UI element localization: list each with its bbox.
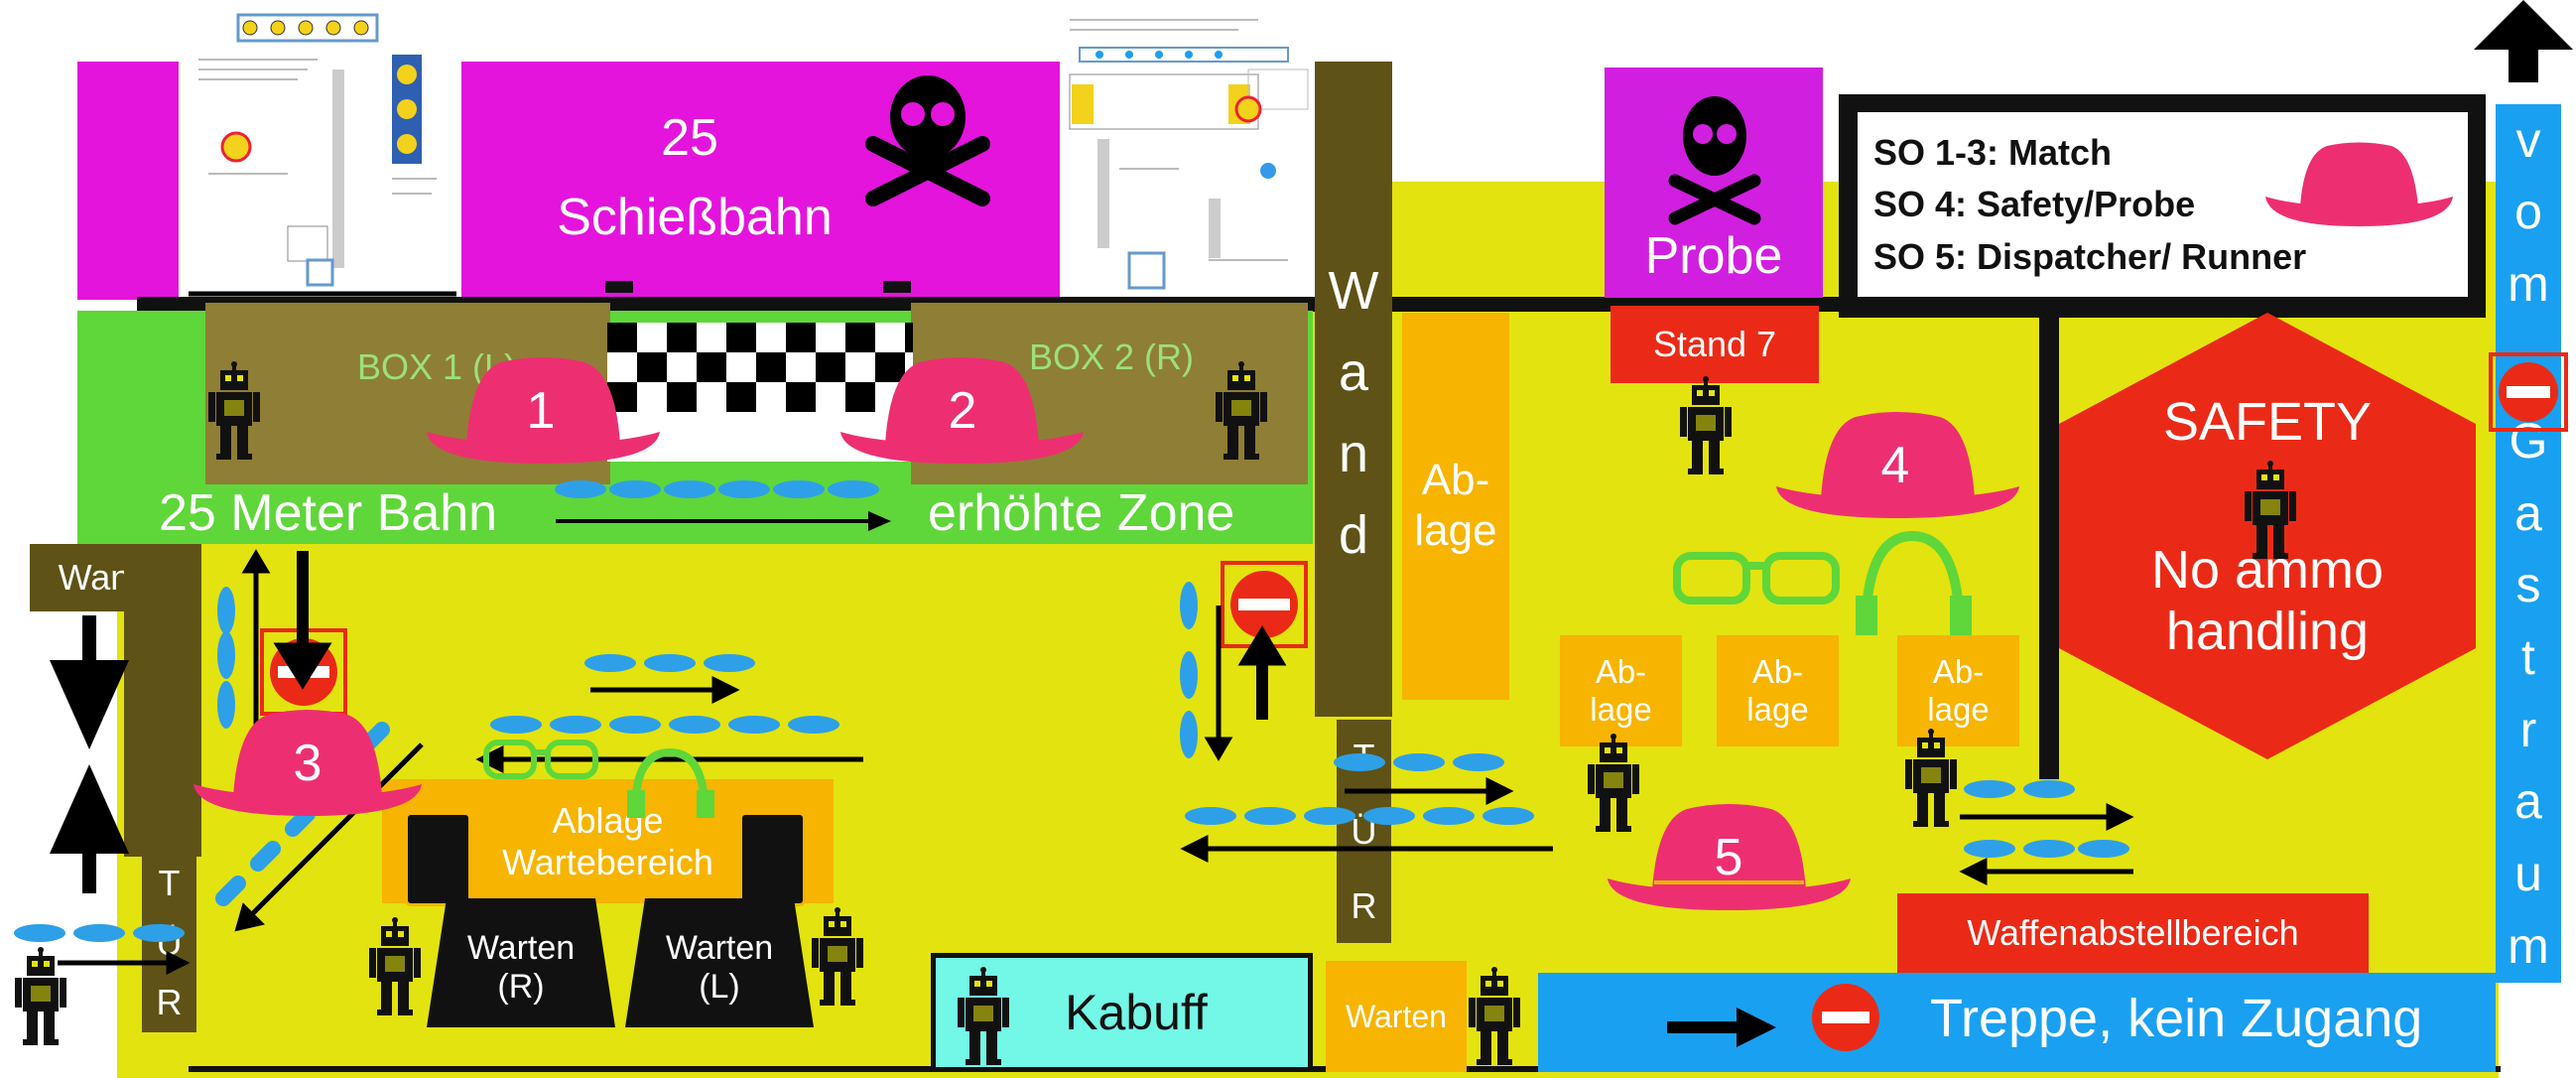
arrow-right-icon — [2106, 802, 2134, 832]
robot-icon — [1469, 967, 1520, 1065]
wall-left — [124, 544, 201, 857]
safety-text: No ammo handling — [2150, 539, 2384, 661]
divider-line — [2039, 298, 2059, 779]
raised-zone-label: erhöhte Zone — [928, 484, 1235, 542]
speaker-icon — [739, 812, 806, 906]
robot-icon — [1905, 729, 1957, 827]
arrow-right-icon — [1667, 1008, 1776, 1047]
robot-icon — [1588, 734, 1639, 832]
boundary-tick — [883, 281, 911, 293]
robot-icon — [1680, 376, 1732, 474]
lane-25m-label: 25 Meter Bahn — [159, 484, 498, 542]
arrow-down-icon — [273, 642, 332, 690]
wall-letter: n — [1338, 424, 1369, 484]
ablage-small: Ab- lage — [1897, 635, 2019, 746]
waiting-right-label: Warten (R) — [466, 928, 576, 1006]
robot-icon — [1216, 361, 1267, 460]
arrow-up-icon — [1237, 625, 1287, 666]
arrow-diagonal-icon — [234, 902, 265, 932]
door-letter: R — [156, 982, 183, 1023]
exit-arrow-up-icon — [2474, 0, 2573, 82]
cowboy-hat-icon — [2265, 142, 2453, 226]
waiting-left-label: Warten (L) — [665, 928, 774, 1006]
wall-center: W a n d — [1315, 62, 1392, 717]
no-entry-icon — [1812, 984, 1879, 1051]
no-entry-icon — [2489, 352, 2568, 432]
officer-number: 3 — [293, 735, 322, 793]
guest-letter: m — [2508, 917, 2549, 974]
arrow-right-icon — [166, 950, 191, 976]
door-letter: T — [158, 863, 181, 904]
arrow-left-icon — [1959, 857, 1988, 886]
range-number: 25 — [661, 109, 718, 168]
range-title: Schießbahn — [557, 189, 833, 247]
wall-letter: a — [1338, 342, 1369, 403]
arrow-down-icon — [1204, 737, 1233, 761]
door-flow-arrows-icon — [50, 615, 129, 893]
guest-letter: G — [2509, 412, 2548, 469]
boundary-tick — [605, 281, 633, 293]
guest-letter: o — [2514, 184, 2542, 240]
legend-line: SO 5: Dispatcher/ Runner — [1873, 236, 2307, 277]
ablage-tall: Ab- lage — [1402, 313, 1509, 700]
weapons-area: Waffenabstellbereich — [1897, 893, 2369, 973]
wall-letter: W — [1328, 261, 1379, 321]
arrow-diagonal-icon — [241, 742, 424, 925]
waiting-platforms — [427, 898, 814, 1027]
arrow-up-icon — [241, 549, 271, 574]
cowboy-hat-icon — [1776, 412, 2019, 518]
wall-letter: d — [1338, 505, 1369, 566]
cowboy-hat-icon — [840, 357, 1084, 464]
guest-letter: s — [2515, 557, 2541, 613]
arrow-right-icon — [1485, 776, 1514, 806]
cowboy-hat-icon — [427, 357, 660, 464]
robot-icon — [15, 947, 66, 1045]
guest-letter: m — [2508, 256, 2549, 312]
skull-crossbones-icon — [865, 75, 990, 206]
glasses-headphones-icon — [483, 740, 714, 818]
stage-diagram-right — [1060, 0, 1320, 303]
legend-line: SO 1-3: Match — [1873, 132, 2113, 173]
safety-title: SAFETY — [2162, 391, 2373, 452]
officer-number: 4 — [1880, 437, 1910, 495]
stand-7-label: Stand 7 — [1610, 306, 1819, 383]
cowboy-hat-icon — [1608, 804, 1851, 910]
guest-letter: r — [2519, 701, 2537, 757]
arrow-right-icon — [556, 511, 891, 531]
robot-icon — [958, 967, 1009, 1065]
speaker-icon — [405, 812, 471, 906]
guest-letter: u — [2514, 846, 2542, 902]
officer-number: 1 — [526, 382, 556, 441]
robot-icon — [369, 917, 421, 1015]
guest-letter: v — [2515, 111, 2541, 168]
probe-label: Probe — [1644, 227, 1783, 286]
guest-letter: t — [2521, 629, 2535, 686]
cowboy-hat-icon — [193, 710, 422, 816]
ablage-small: Ab- lage — [1717, 635, 1839, 746]
checkered-area — [607, 323, 913, 462]
skull-crossbones-icon — [1668, 96, 1761, 225]
robot-icon — [208, 361, 260, 460]
guest-letter: a — [2514, 773, 2542, 830]
robot-icon — [812, 907, 863, 1006]
robot-icon — [2245, 461, 2296, 559]
box-2-label: BOX 2 (R) — [1028, 337, 1195, 377]
guest-room: v o m G a s t r a u m — [2496, 104, 2561, 983]
arrow-left-icon — [475, 744, 504, 774]
kabuff-label: Kabuff — [1065, 985, 1208, 1040]
warten-label: Warten — [1326, 961, 1467, 1072]
officer-number: 5 — [1714, 829, 1743, 887]
legend-line: SO 4: Safety/Probe — [1873, 184, 2196, 224]
stairs-label: Treppe, kein Zugang — [1930, 989, 2423, 1048]
stage-diagram-left — [179, 0, 461, 303]
arrow-left-icon — [1180, 834, 1209, 864]
guest-letter: a — [2514, 484, 2542, 541]
arrow-right-icon — [711, 675, 740, 705]
officer-number: 2 — [948, 382, 977, 441]
glasses-headphones-icon — [1673, 530, 1972, 636]
ablage-small: Ab- lage — [1560, 635, 1682, 746]
door-letter: R — [1351, 884, 1377, 926]
